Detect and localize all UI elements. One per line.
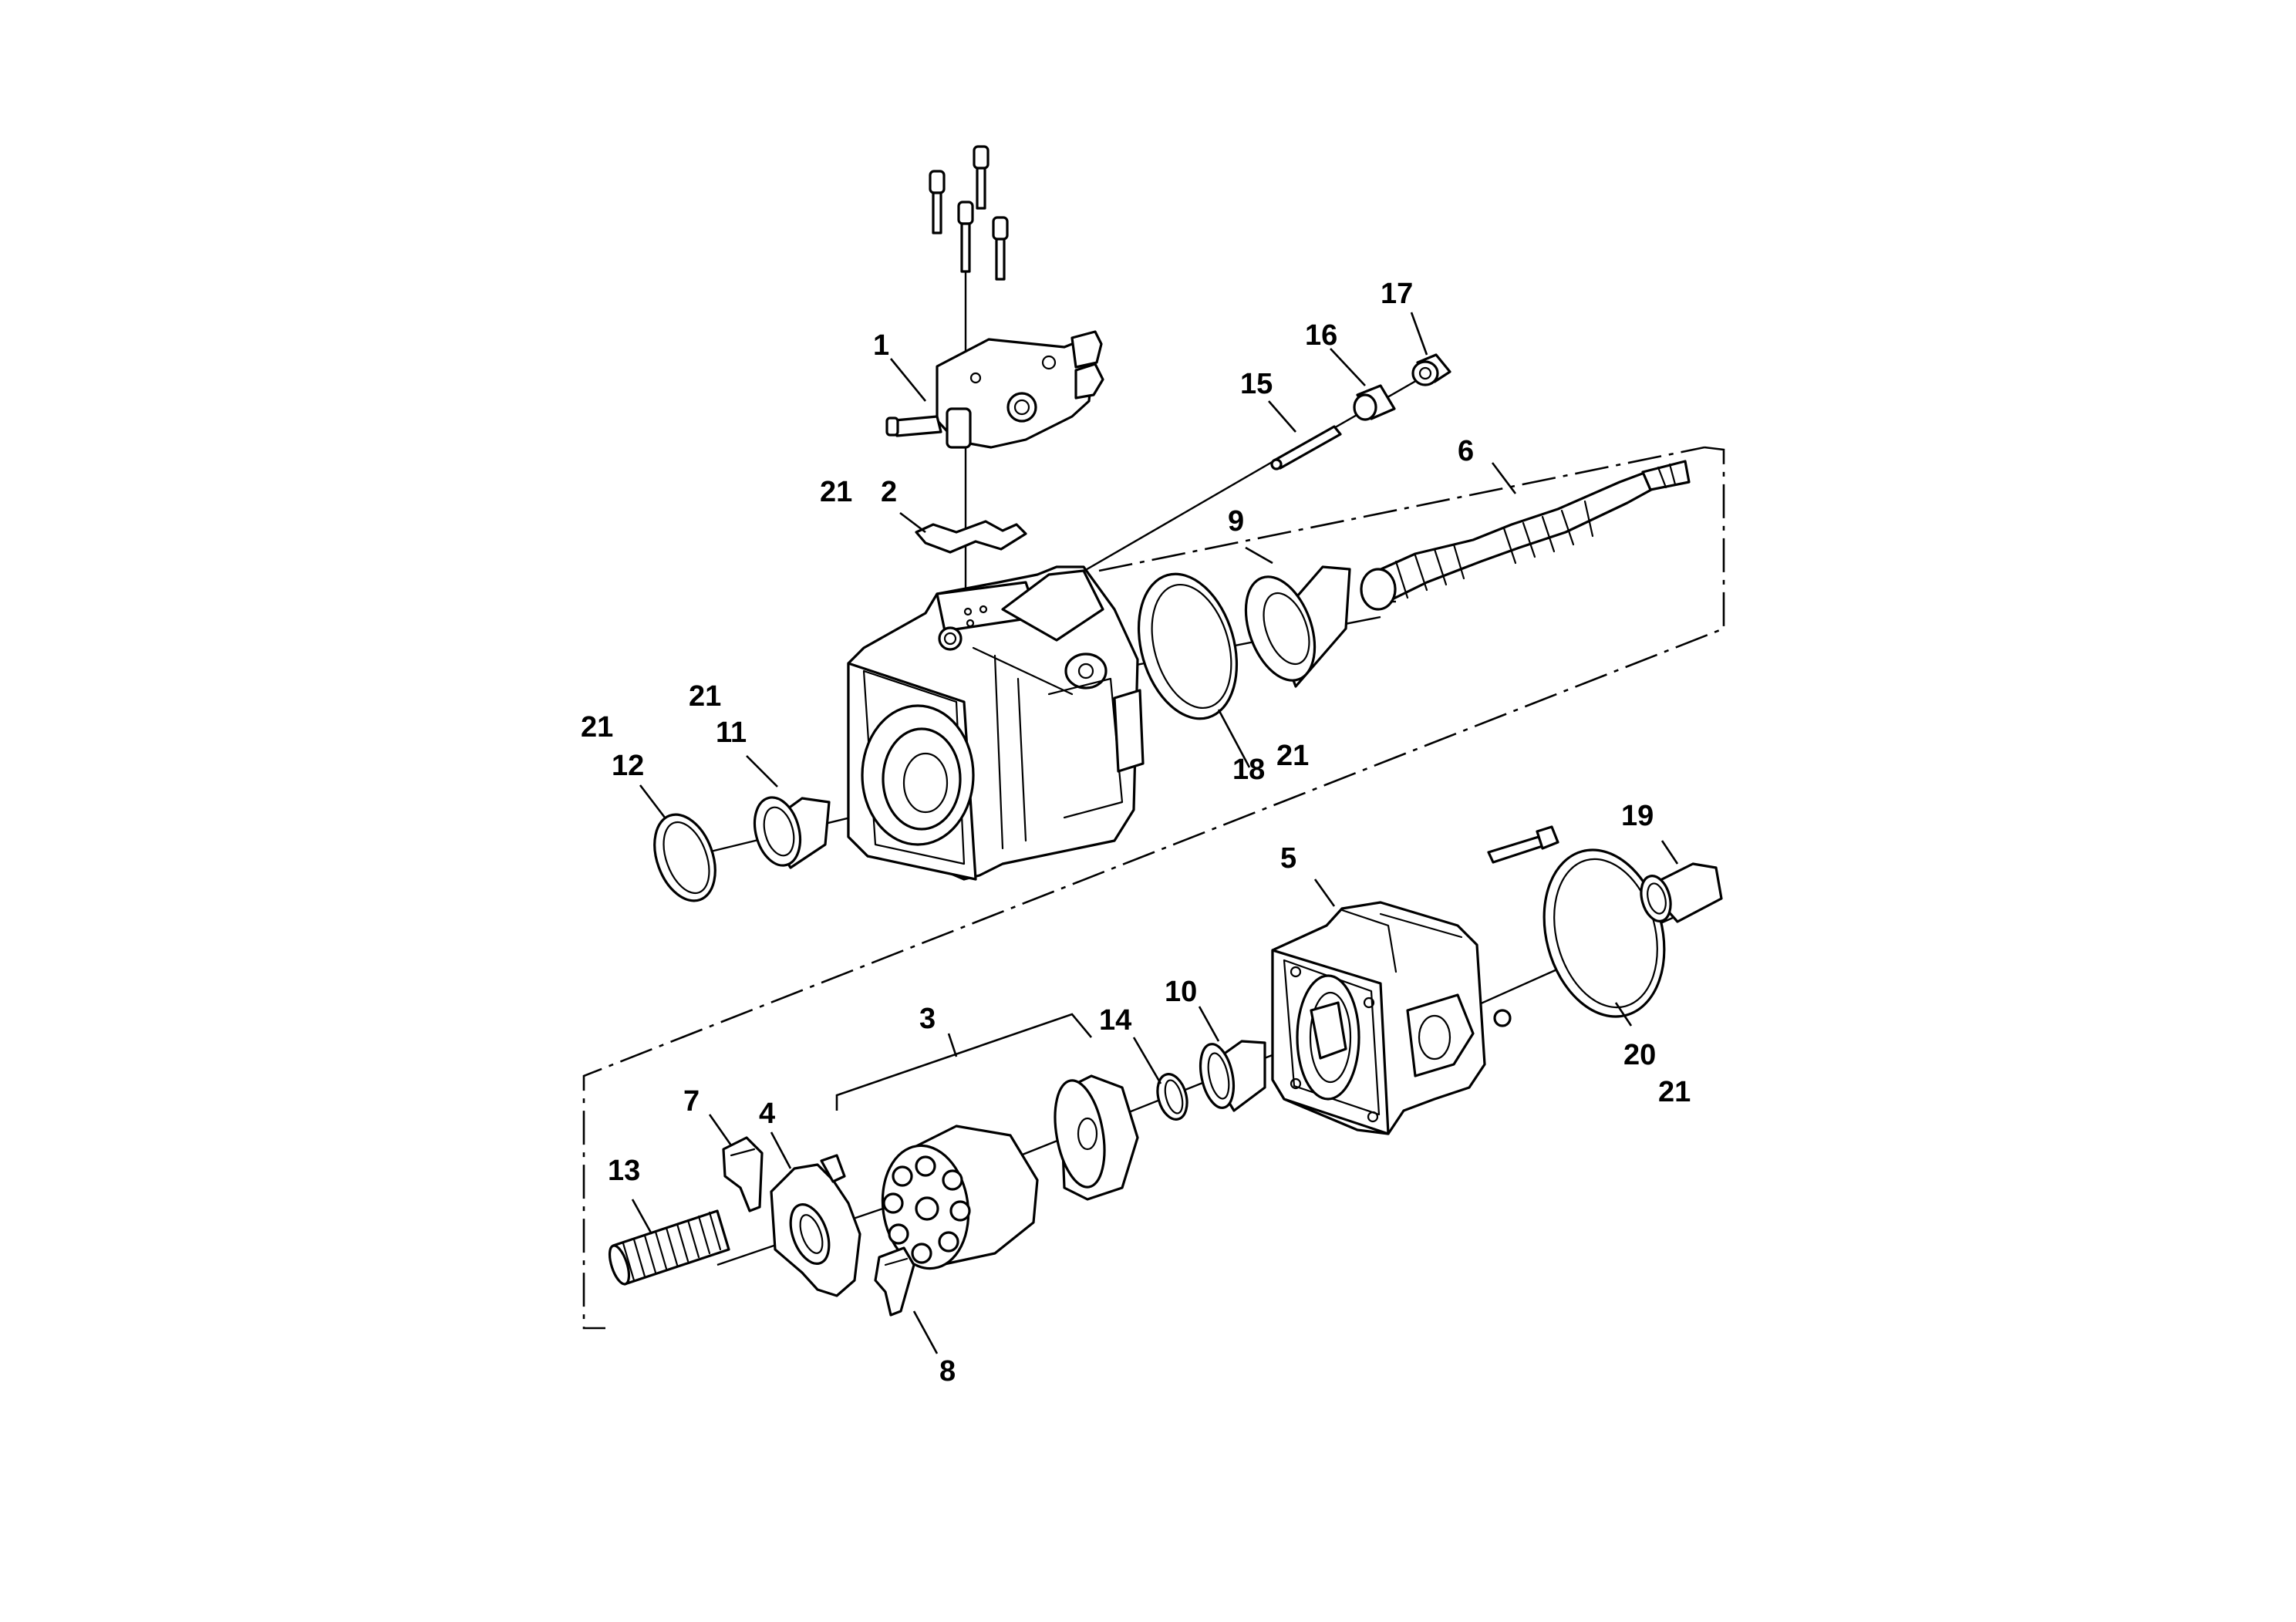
cap-screw [957, 201, 974, 273]
leader-lines [631, 312, 1679, 1354]
callout-21: 21 [1276, 740, 1309, 772]
assembly-axes [697, 262, 1682, 1266]
callout-12: 12 [612, 750, 644, 782]
ring-14 [1156, 1073, 1188, 1121]
bolt [1487, 825, 1559, 864]
plug-17 [1411, 353, 1451, 386]
bracket-3 [835, 1013, 1092, 1111]
ring-18 [1137, 572, 1239, 720]
callout-13: 13 [608, 1155, 640, 1187]
swash-plate [770, 1154, 861, 1297]
callout-labels: 1 2 3 4 5 6 7 8 9 10 11 12 13 14 15 16 1… [581, 278, 1691, 1388]
callout-17: 17 [1381, 278, 1413, 310]
callout-21: 21 [820, 476, 852, 508]
bearing-10 [1199, 1040, 1266, 1112]
snap-ring-12 [653, 813, 716, 902]
callout-6: 6 [1458, 435, 1474, 467]
cap-screw [992, 216, 1009, 281]
callout-20: 20 [1623, 1039, 1656, 1071]
cap-screw [929, 170, 946, 234]
callout-4: 4 [759, 1098, 775, 1130]
drive-shaft [1360, 460, 1691, 611]
callout-19: 19 [1621, 800, 1654, 832]
shoe-7 [722, 1136, 764, 1212]
gasket [915, 520, 1027, 554]
callout-10: 10 [1165, 976, 1197, 1008]
pump-housing [847, 565, 1145, 881]
callout-2: 2 [881, 476, 897, 508]
assembly-boundary [582, 446, 1725, 1330]
cylinder-barrel [881, 1125, 1039, 1270]
callout-1: 1 [873, 329, 889, 362]
sleeve-19 [1640, 862, 1723, 923]
callout-5: 5 [1280, 842, 1296, 875]
callout-7: 7 [683, 1085, 700, 1118]
bushing-16 [1353, 384, 1396, 421]
control-valve [885, 330, 1104, 449]
bearing-11 [753, 796, 831, 869]
spring-13 [608, 1209, 730, 1286]
callout-16: 16 [1305, 319, 1337, 352]
callout-3: 3 [919, 1003, 936, 1035]
bearing-9 [1244, 565, 1351, 688]
port-plate-housing [1271, 901, 1512, 1135]
callout-11: 11 [716, 717, 747, 749]
cap-screw [973, 145, 990, 210]
callout-21: 21 [1658, 1076, 1691, 1108]
callout-15: 15 [1240, 368, 1273, 400]
pin-15 [1270, 425, 1342, 470]
shoe-8 [874, 1246, 915, 1317]
callout-14: 14 [1099, 1004, 1131, 1037]
valve-plate [1054, 1074, 1139, 1201]
callout-18: 18 [1232, 754, 1265, 786]
callout-21: 21 [689, 680, 721, 713]
callout-9: 9 [1228, 505, 1244, 538]
callout-8: 8 [939, 1355, 956, 1388]
o-ring-20 [1542, 848, 1666, 1018]
callout-21: 21 [581, 711, 613, 744]
